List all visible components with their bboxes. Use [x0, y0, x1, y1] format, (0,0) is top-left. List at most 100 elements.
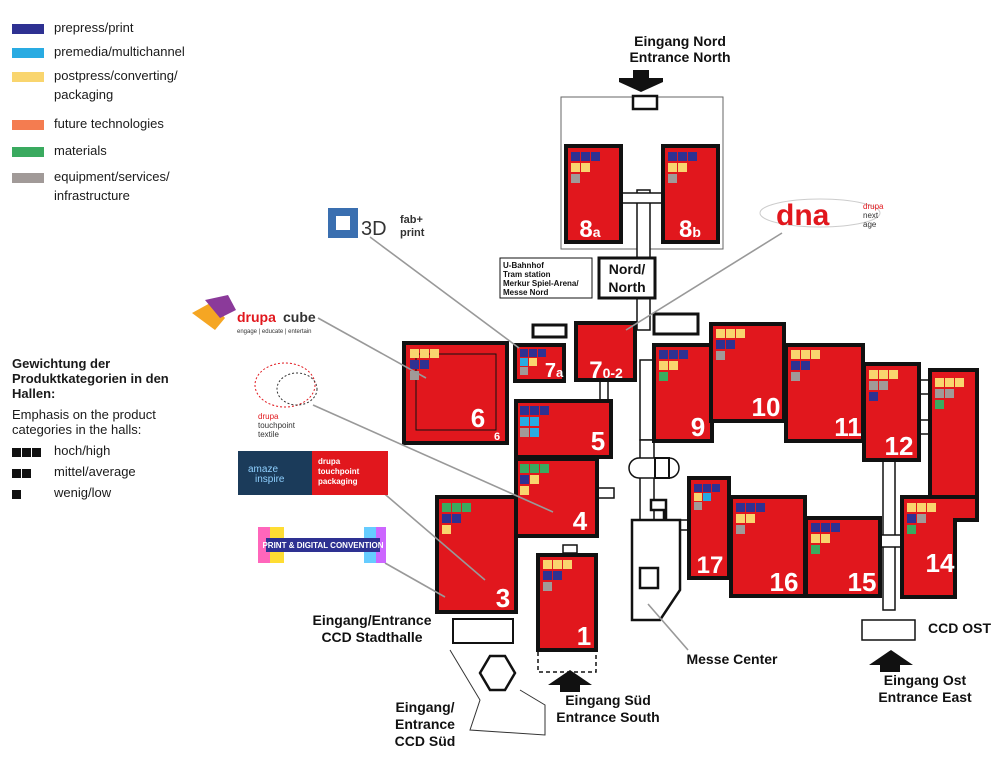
legend-swatch: [12, 173, 44, 183]
svg-text:6: 6: [471, 403, 485, 433]
svg-text:touchpoint: touchpoint: [318, 467, 360, 476]
3d-fab-print-logo[interactable]: 3D fab+ print: [328, 208, 425, 240]
drupa-cube-logo[interactable]: drupa cube engage | educate | entertain: [192, 295, 316, 335]
east-entrance-label-en: Entrance East: [878, 689, 972, 705]
svg-text:textile: textile: [258, 430, 279, 439]
south-entrance-label-de: Eingang Süd: [565, 692, 651, 708]
legend-item-equipment: equipment/services/ infrastructure: [12, 167, 212, 211]
emphasis-high-label: hoch/high: [54, 443, 111, 458]
ccd-ost-building: [861, 619, 916, 641]
svg-text:8a: 8a: [579, 216, 600, 243]
station-line-1: U-Bahnhof: [503, 261, 544, 270]
east-entrance-arrow: [869, 650, 913, 672]
svg-text:next: next: [863, 211, 879, 220]
hall-7-0-2[interactable]: 70-2: [574, 321, 637, 384]
print-digital-convention-logo[interactable]: PRINT & DIGITAL CONVENTION: [258, 527, 386, 563]
emphasis-average: mittel/average: [12, 464, 172, 487]
touchpoint-textile-logo[interactable]: drupa touchpoint textile: [254, 362, 318, 439]
emphasis-low: wenig/low: [12, 485, 172, 508]
legend-label: materials: [54, 143, 107, 158]
hall-6[interactable]: 66: [402, 341, 509, 445]
touchpoint-packaging-logo[interactable]: amaze inspire drupa touchpoint packaging: [238, 451, 388, 495]
svg-text:10: 10: [752, 392, 781, 422]
legend-swatch: [12, 24, 44, 34]
svg-text:7a: 7a: [545, 360, 564, 382]
legend-label: future technologies: [54, 116, 164, 131]
station-line-3: Merkur Spiel-Arena/: [503, 279, 579, 288]
svg-text:70-2: 70-2: [589, 357, 623, 384]
hall-1[interactable]: 1: [536, 553, 598, 673]
hall-emphasis-squares: [410, 152, 964, 591]
emphasis-low-label: wenig/low: [54, 485, 112, 500]
svg-text:16: 16: [770, 567, 799, 597]
hall-15[interactable]: 15: [804, 516, 882, 598]
legend-swatch: [12, 48, 44, 58]
north-entrance-arrow: [619, 78, 663, 92]
stadthalle-label-2: CCD Stadthalle: [321, 629, 422, 645]
legend-swatch: [12, 72, 44, 82]
ccd-sued-label-2: Entrance: [395, 716, 455, 732]
ccd-sued-label-1: Eingang/: [395, 699, 454, 715]
svg-text:6: 6: [494, 431, 500, 443]
legend-item-premedia: premedia/multichannel: [12, 42, 212, 66]
svg-text:drupa: drupa: [258, 412, 279, 421]
nord-label: Nord/: [609, 261, 646, 277]
north-entrance-label-en: Entrance North: [629, 49, 730, 65]
station-line-2: Tram station: [503, 270, 551, 279]
svg-text:15: 15: [848, 567, 877, 597]
hall-11[interactable]: 11: [784, 343, 865, 443]
emphasis-average-label: mittel/average: [54, 464, 136, 479]
station-box: [499, 257, 593, 299]
svg-text:engage | educate | entertain: engage | educate | entertain: [237, 329, 312, 335]
north-label: North: [608, 279, 645, 295]
legend-swatch: [12, 147, 44, 157]
svg-text:8b: 8b: [679, 216, 701, 243]
svg-text:3: 3: [496, 583, 510, 613]
ccd-stadthalle-building: [452, 618, 514, 644]
svg-text:age: age: [863, 220, 877, 229]
svg-text:4: 4: [573, 506, 588, 536]
svg-text:amaze: amaze: [248, 464, 278, 475]
legend-label: premedia/multichannel: [54, 44, 185, 59]
legend-item-future: future technologies: [12, 114, 212, 141]
legend-item-prepress: prepress/print: [12, 18, 212, 42]
ccd-hexagon: [478, 654, 517, 692]
dna-logo[interactable]: dna drupa next age: [759, 198, 884, 232]
legend-label: equipment/services/ infrastructure: [54, 169, 170, 203]
svg-text:17: 17: [697, 552, 724, 579]
north-entrance-label-de: Eingang Nord: [634, 33, 726, 49]
emphasis-high: hoch/high: [12, 443, 172, 466]
hall-8b[interactable]: 8b: [661, 144, 720, 244]
svg-text:inspire: inspire: [255, 474, 285, 485]
hall-8a[interactable]: 8a: [564, 144, 623, 244]
hall-4[interactable]: 4: [514, 457, 599, 538]
emphasis-title: Gewichtung der Produktkategorien in den …: [12, 356, 169, 401]
svg-text:cube: cube: [283, 309, 316, 325]
leader-lines: [312, 232, 783, 651]
svg-text:9: 9: [691, 412, 705, 442]
hall-12[interactable]: 12: [862, 362, 921, 462]
svg-text:PRINT & DIGITAL CONVENTION: PRINT & DIGITAL CONVENTION: [262, 541, 383, 550]
hall-9[interactable]: 9: [652, 343, 714, 443]
messe-center-label: Messe Center: [686, 651, 778, 667]
svg-text:packaging: packaging: [318, 477, 358, 486]
svg-text:drupa: drupa: [237, 309, 276, 325]
station-line-4: Messe Nord: [503, 288, 548, 297]
nord-north-box: [597, 256, 657, 300]
hall-16[interactable]: 16: [729, 495, 807, 598]
ccd-ost-label: CCD OST: [928, 620, 991, 636]
svg-text:11: 11: [834, 412, 862, 442]
legend-item-materials: materials: [12, 141, 212, 167]
ccd-sued-label-3: CCD Süd: [395, 733, 456, 749]
legend-label: prepress/print: [54, 20, 134, 35]
svg-text:fab+: fab+: [400, 214, 423, 226]
svg-text:print: print: [400, 227, 425, 239]
svg-text:dna: dna: [776, 199, 830, 232]
legend-item-postpress: postpress/converting/ packaging: [12, 66, 212, 114]
svg-text:5: 5: [591, 426, 605, 456]
hall-10[interactable]: 10: [709, 322, 786, 423]
ccd-sued-outline: [449, 649, 546, 736]
emphasis-legend: Gewichtung der Produktkategorien in den …: [12, 356, 172, 508]
svg-text:14: 14: [926, 548, 955, 578]
